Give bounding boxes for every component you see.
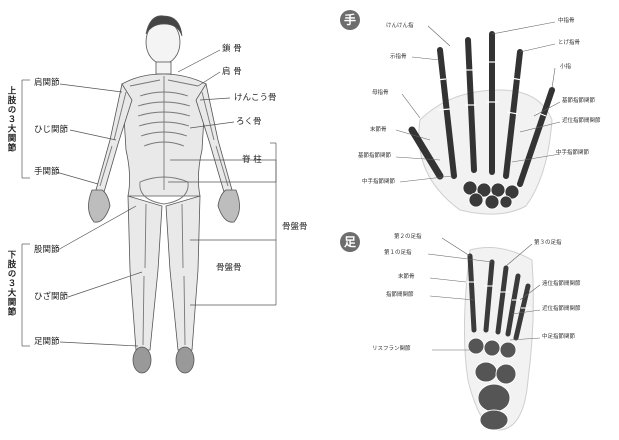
pelvis-label: 骨盤骨 bbox=[282, 222, 308, 232]
body-figure bbox=[88, 16, 239, 373]
hand-joint-b-label: 近位指節間関節 bbox=[562, 118, 601, 125]
femur-label: 骨盤骨 bbox=[216, 263, 242, 273]
sternum-label: けんこう骨 bbox=[234, 93, 277, 103]
hip-joint-label: 股関節 bbox=[34, 245, 60, 255]
foot-illustration bbox=[464, 248, 533, 430]
hand-finger-b-label: とげ指骨 bbox=[558, 40, 580, 47]
spine-label: 脊 柱 bbox=[242, 155, 262, 165]
scapula-label: 肩 骨 bbox=[222, 67, 242, 77]
hand-left-c-label: 基節指節関節 bbox=[358, 153, 391, 160]
hand-thumb-side-label: けんけん指 bbox=[386, 23, 414, 30]
hand-finger-a-label: 中指骨 bbox=[558, 18, 575, 25]
hand-joint-a-label: 基節指節関節 bbox=[562, 98, 595, 105]
elbow-joint-label: ひじ関節 bbox=[34, 125, 68, 135]
knee-joint-label: ひざ関節 bbox=[34, 292, 68, 302]
foot-toe3-label: 第３の足指 bbox=[534, 240, 562, 247]
ankle-joint-label: 足関節 bbox=[34, 337, 60, 347]
foot-toe2-label: 第１の足指 bbox=[384, 250, 412, 257]
foot-left-b-label: 指節間関節 bbox=[386, 292, 414, 299]
foot-right-b-label: 近位指節間関節 bbox=[542, 306, 581, 313]
group-brackets bbox=[22, 80, 30, 346]
ribs-label: ろく骨 bbox=[236, 117, 262, 127]
hand-left-b-label: 末節骨 bbox=[370, 127, 387, 134]
foot-left-a-label: 末節骨 bbox=[398, 274, 415, 281]
foot-right-c-label: 中足指節関節 bbox=[542, 334, 575, 341]
foot-right-a-label: 遠位指節間関節 bbox=[542, 281, 581, 288]
hand-left-a-label: 母指骨 bbox=[372, 90, 389, 97]
hand-left-d-label: 中手指節関節 bbox=[362, 179, 395, 186]
collarbone-label: 鎖 骨 bbox=[222, 44, 242, 54]
foot-toe1-label: 第２の足指 bbox=[394, 234, 422, 241]
foot-badge: 足 bbox=[340, 232, 360, 252]
wrist-joint-label: 手関節 bbox=[34, 167, 60, 177]
lower-limb-group-label: 下肢の３大関節 bbox=[5, 250, 17, 317]
foot-left-c-label: リスフラン関節 bbox=[372, 346, 411, 353]
hand-joint-c-label: 中手指節関節 bbox=[556, 150, 589, 157]
hand-badge: 手 bbox=[340, 10, 360, 30]
hand-illustration bbox=[412, 34, 552, 214]
shoulder-joint-label: 肩関節 bbox=[34, 78, 60, 88]
upper-limb-group-label: 上肢の３大関節 bbox=[5, 86, 17, 153]
hand-little-label: 小指 bbox=[560, 64, 571, 71]
hand-index-label: 示指骨 bbox=[390, 54, 407, 61]
